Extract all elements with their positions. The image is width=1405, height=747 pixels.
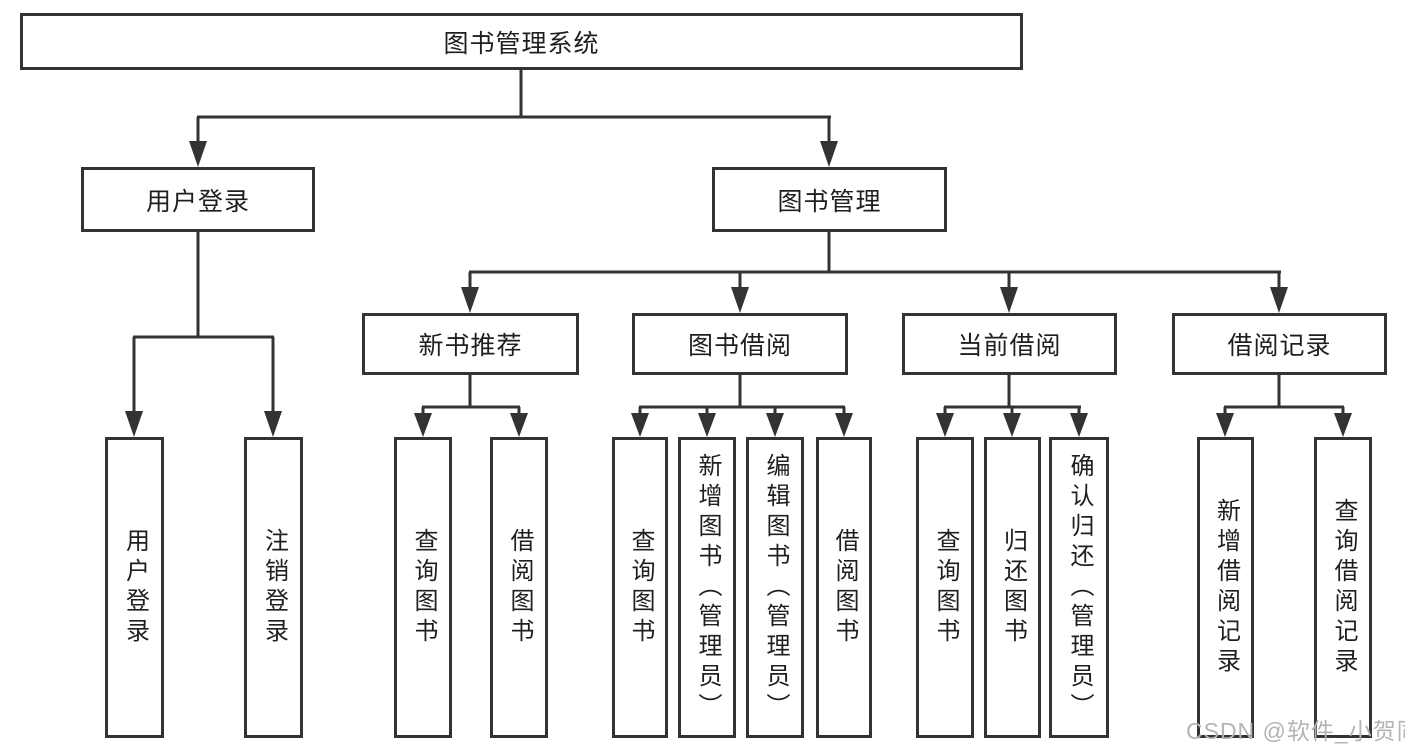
leaf-cb-confirm-return-admin-label: 确认归还（管理员） bbox=[1066, 452, 1093, 723]
node-current-borrow: 当前借阅 bbox=[902, 313, 1117, 375]
leaf-nb-query-book: 查询图书 bbox=[394, 437, 452, 738]
leaf-br-query-borrow-record-label: 查询借阅记录 bbox=[1330, 497, 1357, 678]
leaf-cb-return-book: 归还图书 bbox=[984, 437, 1041, 738]
leaf-bb-add-book-admin-label: 新增图书（管理员） bbox=[694, 452, 721, 723]
leaf-cb-query-book: 查询图书 bbox=[916, 437, 974, 738]
leaf-nb-borrow-book: 借阅图书 bbox=[490, 437, 548, 738]
node-new-book-recommend-label: 新书推荐 bbox=[418, 332, 523, 360]
leaf-br-add-borrow-record-label: 新增借阅记录 bbox=[1212, 497, 1240, 678]
leaf-logout: 注销登录 bbox=[244, 437, 303, 738]
node-user-login: 用户登录 bbox=[81, 167, 315, 232]
node-borrow-records-label: 借阅记录 bbox=[1227, 332, 1332, 360]
node-new-book-recommend: 新书推荐 bbox=[362, 313, 579, 375]
leaf-bb-edit-book-admin: 编辑图书（管理员） bbox=[746, 437, 804, 738]
leaf-bb-borrow-book: 借阅图书 bbox=[816, 437, 872, 738]
node-book-management: 图书管理 bbox=[712, 167, 947, 232]
node-book-borrow-label: 图书借阅 bbox=[687, 332, 792, 360]
leaf-bb-edit-book-admin-label: 编辑图书（管理员） bbox=[762, 452, 789, 723]
leaf-br-add-borrow-record: 新增借阅记录 bbox=[1197, 437, 1254, 738]
node-borrow-records: 借阅记录 bbox=[1172, 313, 1387, 375]
leaf-cb-query-book-label: 查询图书 bbox=[932, 527, 959, 648]
leaf-cb-return-book-label: 归还图书 bbox=[999, 527, 1027, 648]
leaf-bb-query-book-label: 查询图书 bbox=[627, 527, 654, 648]
leaf-user-login-label: 用户登录 bbox=[121, 527, 149, 648]
arrowheads bbox=[125, 141, 1352, 437]
node-user-login-label: 用户登录 bbox=[145, 187, 250, 216]
leaf-nb-query-book-label: 查询图书 bbox=[410, 527, 437, 648]
node-root-label: 图书管理系统 bbox=[443, 29, 600, 58]
node-book-management-label: 图书管理 bbox=[777, 187, 882, 216]
watermark: CSDN @软件_小贺同学 bbox=[1186, 718, 1405, 744]
connector-segments bbox=[132, 70, 1345, 414]
leaf-bb-query-book: 查询图书 bbox=[612, 437, 668, 738]
leaf-bb-add-book-admin: 新增图书（管理员） bbox=[678, 437, 736, 738]
leaf-bb-borrow-book-label: 借阅图书 bbox=[831, 527, 858, 648]
node-root: 图书管理系统 bbox=[20, 13, 1023, 70]
leaf-logout-label: 注销登录 bbox=[260, 527, 288, 648]
leaf-br-query-borrow-record: 查询借阅记录 bbox=[1314, 437, 1372, 738]
node-current-borrow-label: 当前借阅 bbox=[957, 332, 1062, 360]
node-book-borrow: 图书借阅 bbox=[632, 313, 848, 375]
leaf-nb-borrow-book-label: 借阅图书 bbox=[506, 527, 533, 648]
leaf-user-login: 用户登录 bbox=[105, 437, 164, 738]
leaf-cb-confirm-return-admin: 确认归还（管理员） bbox=[1049, 437, 1109, 738]
